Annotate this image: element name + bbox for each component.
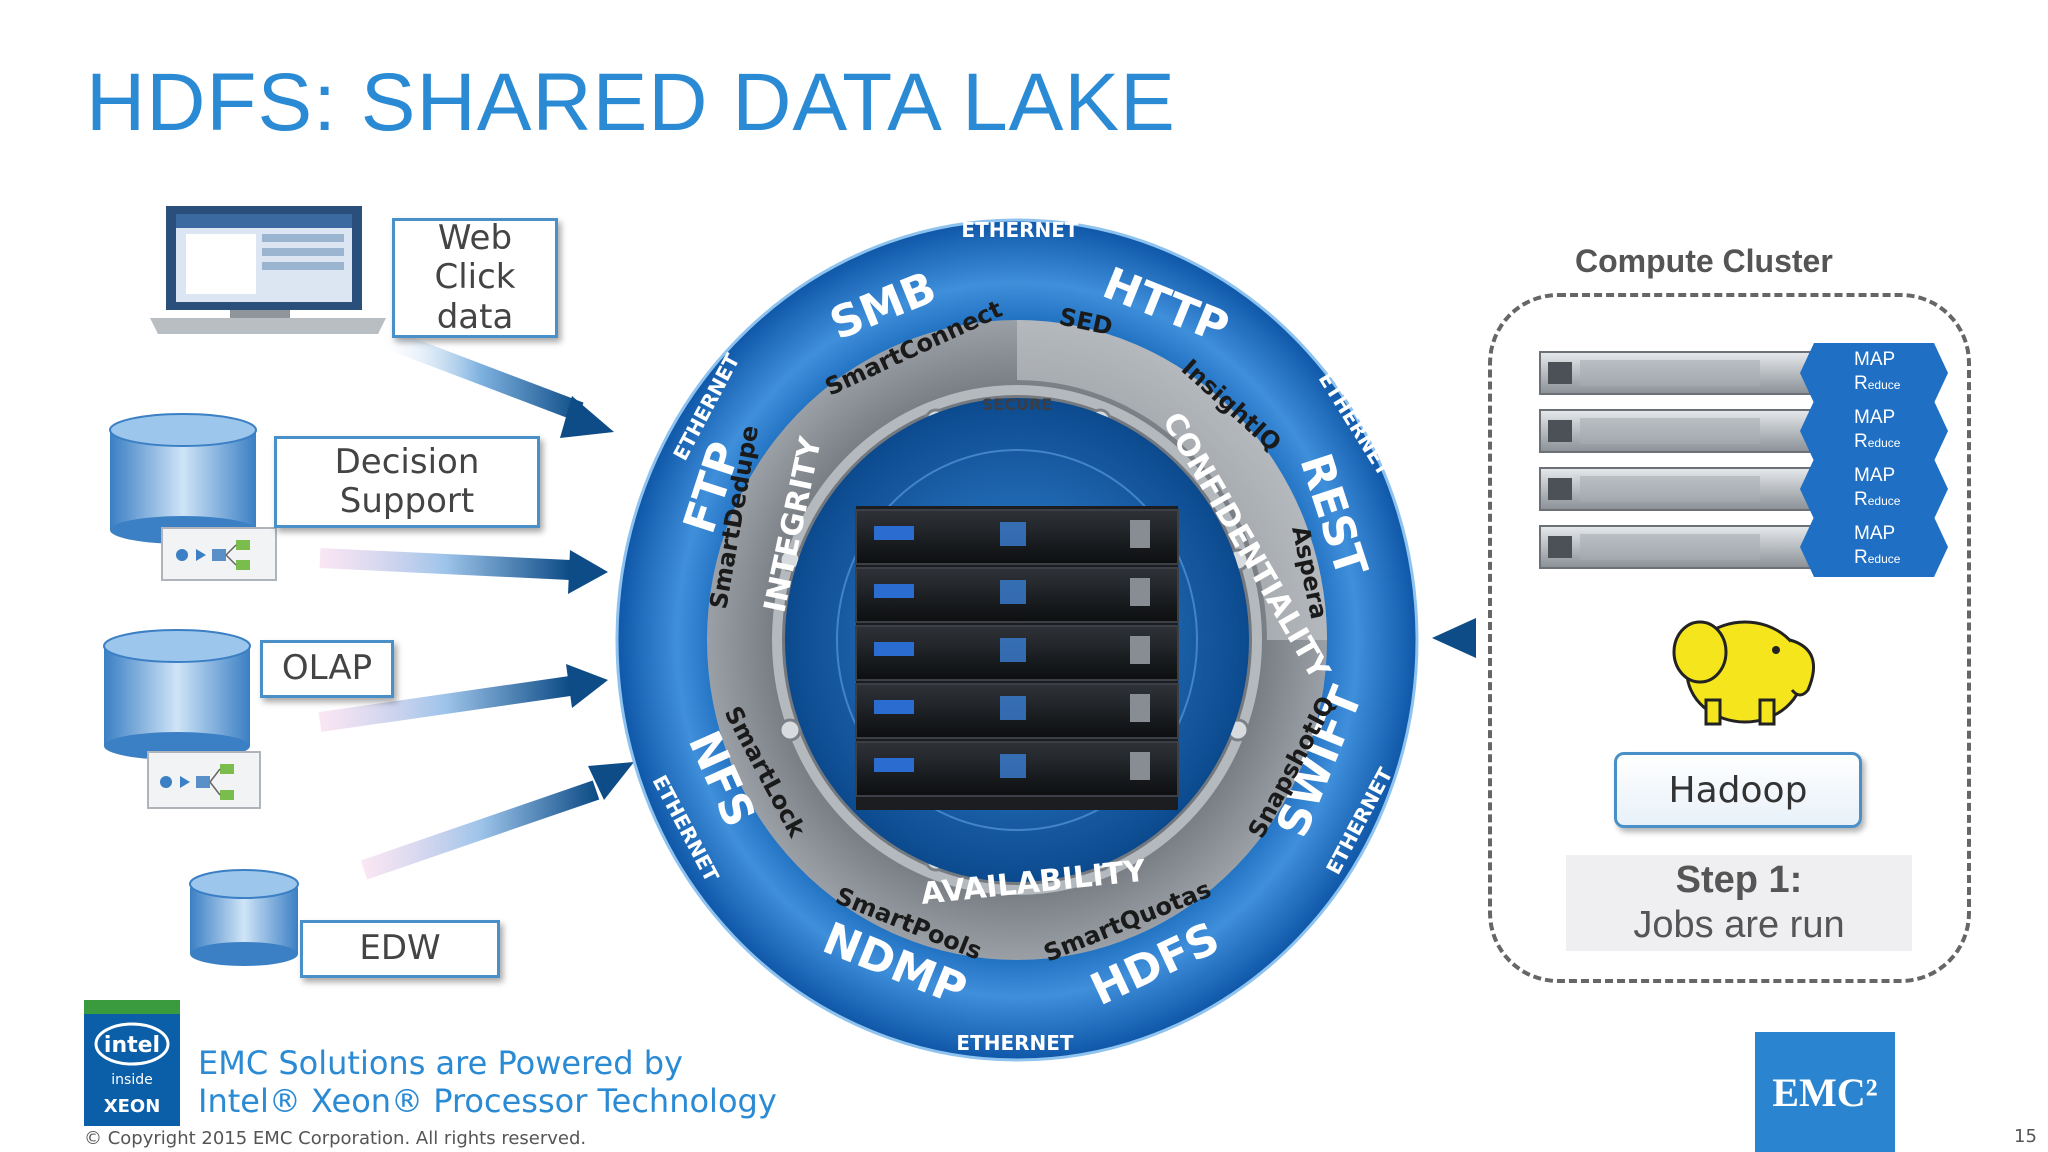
- flowchart-icon: [161, 527, 277, 581]
- source-label-edw: EDW: [300, 920, 500, 978]
- label-line: Decision: [334, 441, 480, 482]
- reduce-label: Reduce: [1854, 489, 1900, 511]
- map-label: MAP: [1854, 465, 1896, 486]
- database-icon: [109, 413, 257, 544]
- emc-logo: EMC²: [1755, 1032, 1895, 1152]
- slide-title: HDFS: SHARED DATA LAKE: [86, 57, 1176, 148]
- intel-badge-mid: inside: [111, 1072, 152, 1088]
- reduce-rest: educe: [1867, 378, 1901, 392]
- reduce-label: Reduce: [1854, 431, 1900, 453]
- mapreduce-badge: MAP Reduce: [1800, 343, 1948, 403]
- reduce-rest: educe: [1867, 552, 1901, 566]
- label-line: data: [436, 296, 514, 337]
- step-box: Step 1: Jobs are run: [1566, 855, 1912, 951]
- label-line: OLAP: [281, 648, 373, 689]
- reduce-rest: educe: [1867, 436, 1901, 450]
- secure-label: SECURE: [982, 395, 1052, 414]
- hadoop-label: Hadoop: [1614, 752, 1862, 828]
- step-subtitle: Jobs are run: [1633, 904, 1845, 946]
- intel-inside-xeon-logo: intel inside XEON: [84, 1000, 180, 1126]
- mapreduce-badge: MAP Reduce: [1800, 459, 1948, 519]
- arrow-edw-to-lake: [360, 762, 634, 880]
- arrow-web-to-lake: [376, 326, 614, 438]
- powered-by-line-1: EMC Solutions are Powered by: [198, 1044, 683, 1082]
- label-line: Support: [339, 481, 475, 521]
- hadoop-elephant-icon: [1672, 620, 1816, 726]
- page-number: 15: [2014, 1126, 2037, 1147]
- database-icon: [103, 629, 251, 760]
- map-label: MAP: [1854, 349, 1896, 370]
- intel-badge-bottom: XEON: [104, 1096, 161, 1117]
- source-label-web-click-data: Web Click data: [392, 218, 558, 338]
- reduce-initial: R: [1854, 547, 1868, 568]
- intel-badge-top: intel: [104, 1033, 160, 1058]
- reduce-rest: educe: [1867, 494, 1901, 508]
- mapreduce-badge: MAP Reduce: [1800, 517, 1948, 577]
- flowchart-icon: [147, 751, 261, 809]
- computer-monitor-icon: [150, 206, 386, 334]
- reduce-initial: R: [1854, 431, 1868, 452]
- label-line: EDW: [359, 928, 441, 969]
- mapreduce-badge: MAP Reduce: [1800, 401, 1948, 461]
- ethernet-label-top: ETHERNET: [961, 218, 1079, 242]
- label-line: Web: [437, 218, 513, 259]
- powered-by-line-2: Intel® Xeon® Processor Technology: [198, 1082, 777, 1120]
- map-label: MAP: [1854, 523, 1896, 544]
- copyright-text: © Copyright 2015 EMC Corporation. All ri…: [84, 1128, 587, 1149]
- arrow-cluster-to-lake: [1432, 618, 1640, 658]
- step-title: Step 1:: [1675, 859, 1803, 901]
- source-label-decision-support: Decision Support: [274, 436, 540, 528]
- compute-cluster-box: [1488, 293, 1971, 983]
- reduce-label: Reduce: [1854, 547, 1900, 569]
- reduce-initial: R: [1854, 489, 1868, 510]
- database-icon: [189, 869, 299, 966]
- arrow-olap-to-lake: [318, 664, 608, 732]
- reduce-label: Reduce: [1854, 373, 1900, 395]
- compute-cluster-title: Compute Cluster: [1575, 243, 1833, 279]
- storage-array-icon: [855, 506, 1179, 810]
- source-label-olap: OLAP: [260, 640, 394, 698]
- arrow-decision-to-lake: [319, 548, 608, 594]
- map-label: MAP: [1854, 407, 1896, 428]
- ethernet-label-bottom: ETHERNET: [956, 1031, 1074, 1055]
- label-line: Click: [434, 257, 516, 298]
- reduce-initial: R: [1854, 373, 1868, 394]
